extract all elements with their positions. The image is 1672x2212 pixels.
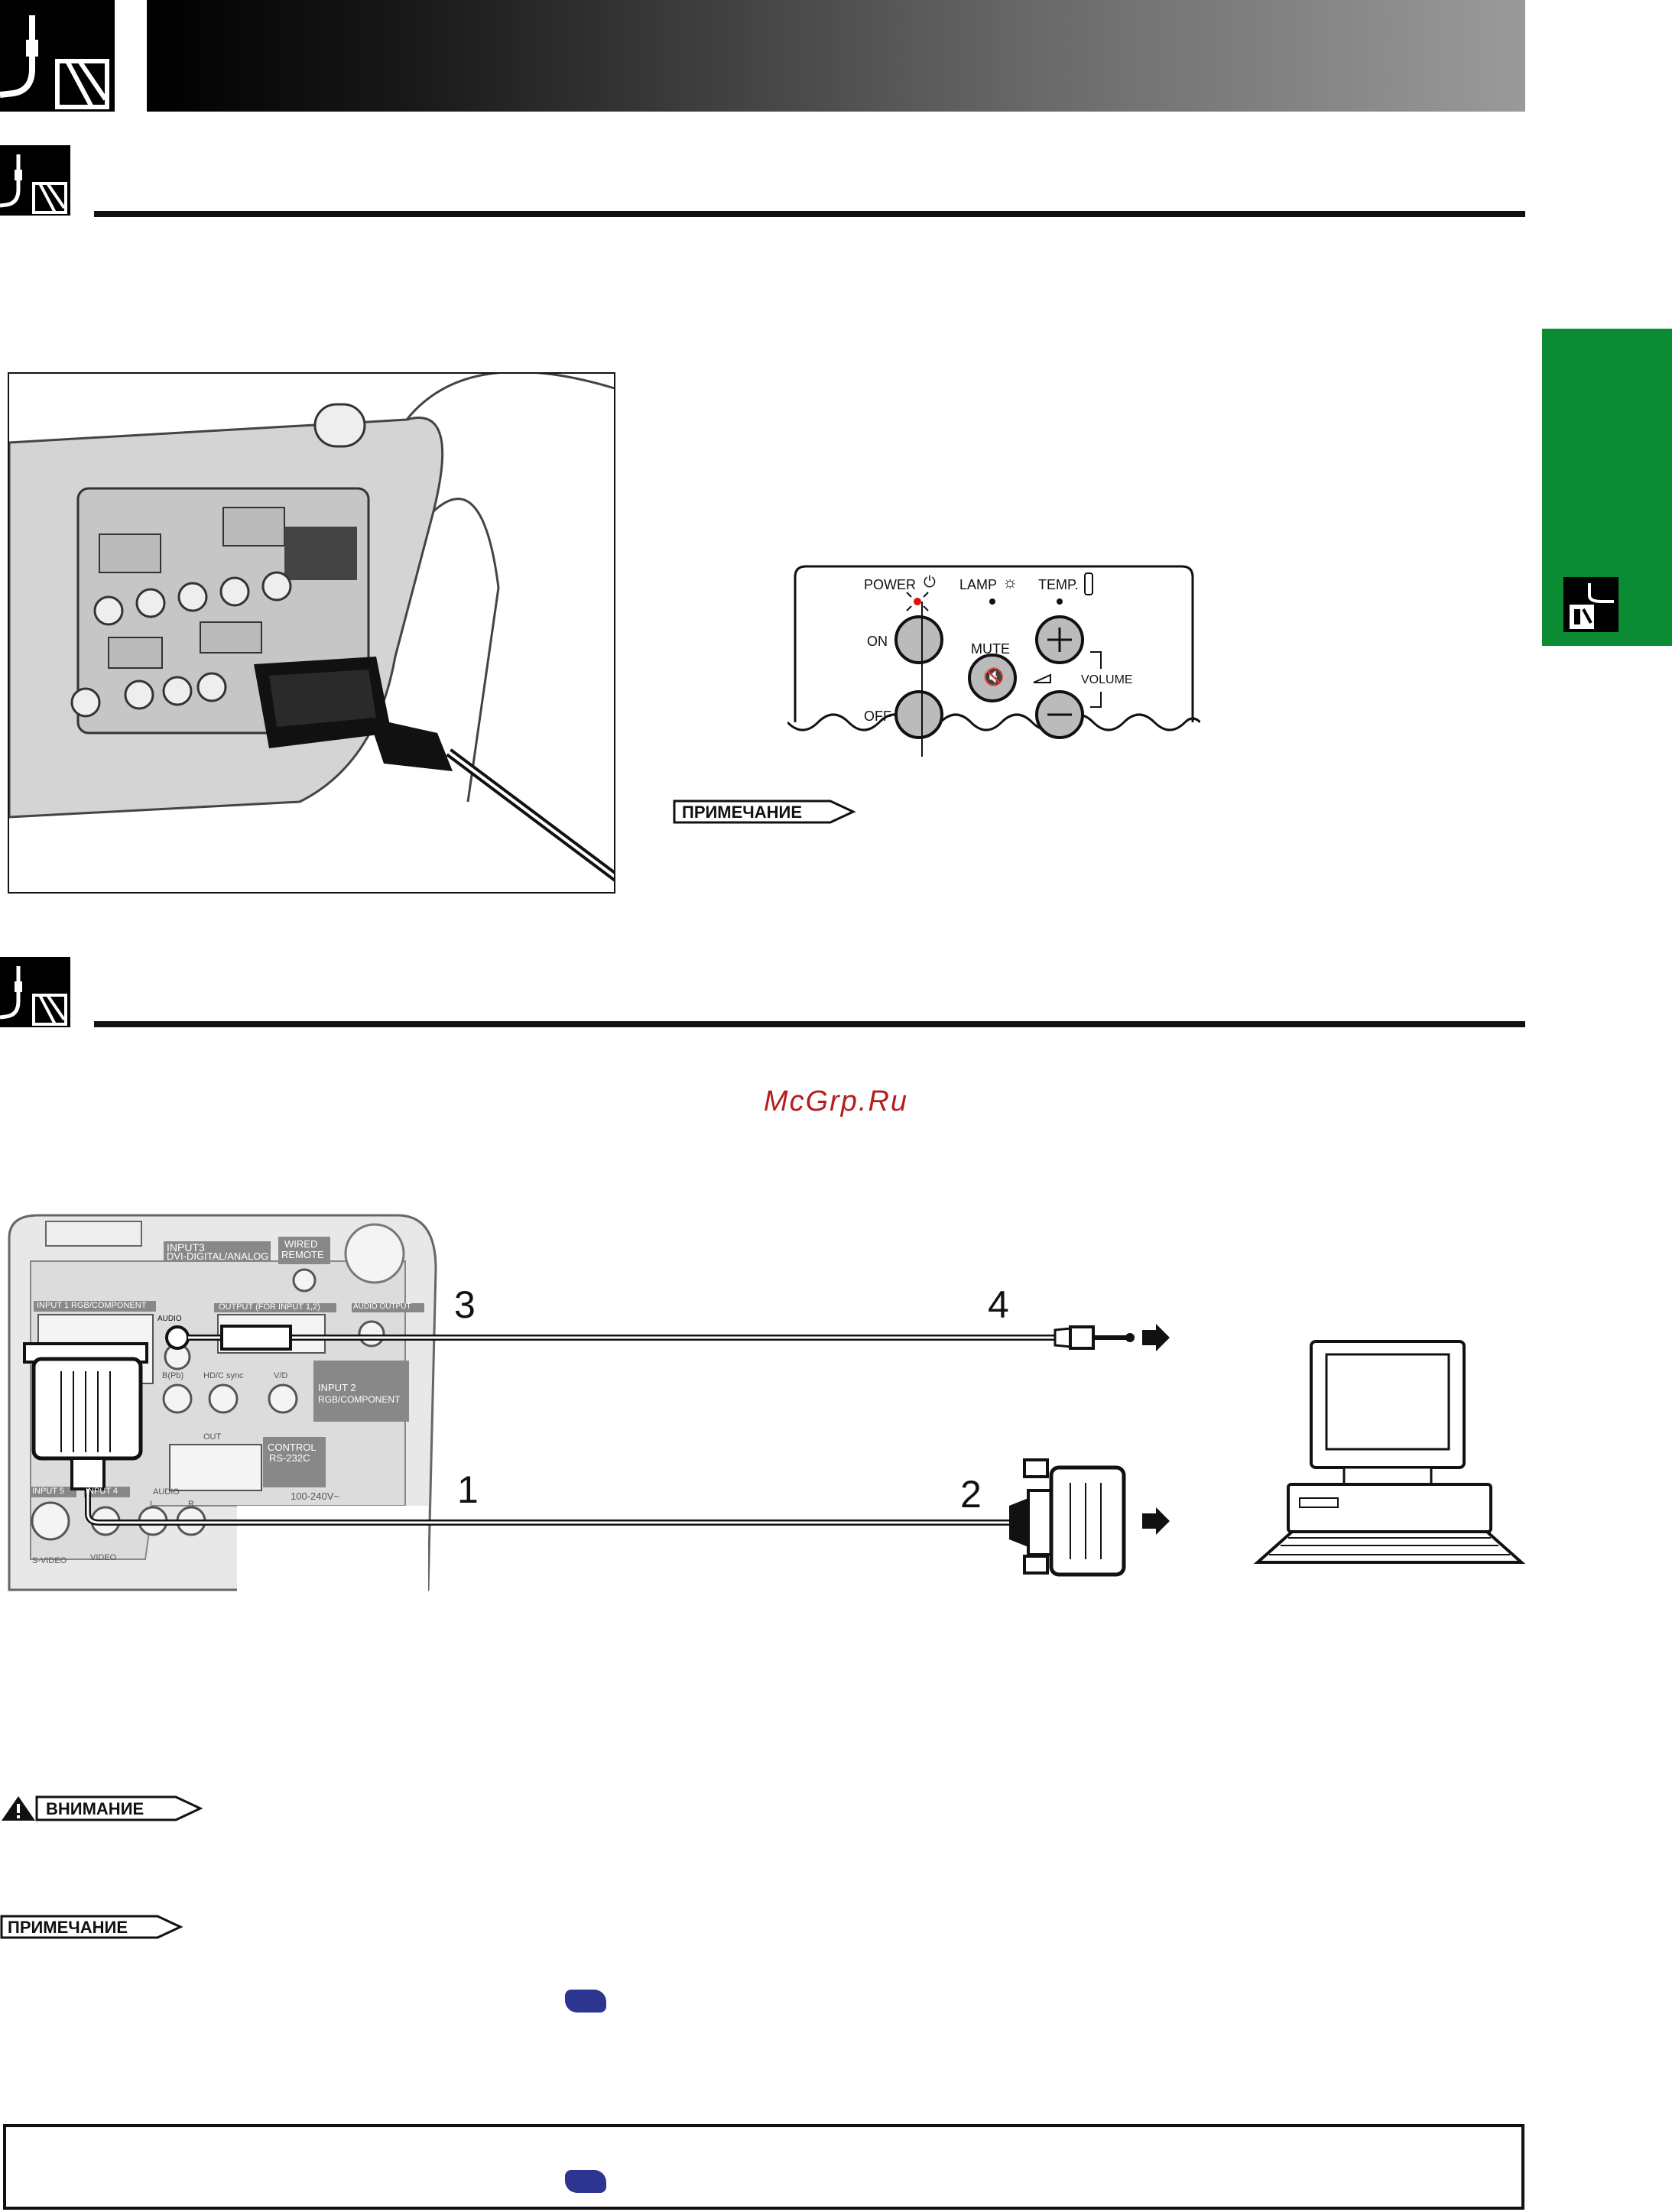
mains-label: 100-240V~ bbox=[291, 1490, 339, 1502]
header-banner bbox=[147, 0, 1525, 112]
note-label: ПРИМЕЧАНИЕ bbox=[682, 803, 803, 822]
on-button-label: ON bbox=[867, 634, 888, 649]
v-d-label: V/D bbox=[274, 1371, 288, 1380]
connection-number-2: 2 bbox=[960, 1473, 982, 1516]
s-video-label: S-VIDEO bbox=[32, 1556, 67, 1565]
power-off-icon bbox=[907, 703, 929, 725]
audio-lr-label: AUDIO bbox=[153, 1487, 180, 1497]
connection-number-1: 1 bbox=[457, 1468, 479, 1511]
temp-label: TEMP. bbox=[1038, 577, 1079, 592]
thermometer-icon bbox=[1084, 572, 1093, 595]
input1-label: INPUT 1 RGB/COMPONENT bbox=[37, 1301, 147, 1310]
power-icon: ⏻ bbox=[924, 574, 936, 591]
audio-r-label: R bbox=[188, 1500, 194, 1509]
out-label: OUT bbox=[203, 1432, 222, 1442]
section-connection-icon bbox=[0, 145, 70, 216]
note-badge: ПРИМЕЧАНИЕ bbox=[673, 799, 856, 824]
input3-label: INPUT3 bbox=[167, 1241, 205, 1254]
input4-label: INPUT 4 bbox=[86, 1487, 118, 1496]
side-tab-connection-icon bbox=[1563, 577, 1618, 632]
control-panel-diagram: POWER ⏻ LAMP ☼ TEMP. ON MUTE 🔇 OFF VOLUM… bbox=[786, 562, 1202, 768]
mute-button-label: MUTE bbox=[971, 641, 1010, 657]
computer-connection-diagram: 3 4 1 2 INPUT3 DVI-DIGITAL/ANALOG WIRED … bbox=[0, 1208, 1529, 1605]
note-badge-2: ПРИМЕЧАНИЕ bbox=[0, 1915, 183, 1939]
connection-icon bbox=[0, 0, 115, 112]
input2-label: INPUT 2 bbox=[318, 1382, 356, 1393]
section-rule bbox=[94, 211, 1525, 217]
page-reference-pill-2[interactable] bbox=[565, 2170, 606, 2193]
connection-number-3: 3 bbox=[454, 1283, 476, 1326]
page-reference-pill[interactable] bbox=[565, 1990, 606, 2013]
input5-label: INPUT 5 bbox=[32, 1487, 64, 1496]
lamp-icon: ☼ bbox=[1002, 572, 1018, 592]
caution-badge: ВНИМАНИЕ bbox=[0, 1795, 203, 1822]
input2-sub-label: RGB/COMPONENT bbox=[318, 1394, 401, 1405]
b-pb-label: B(Pb) bbox=[162, 1371, 184, 1380]
audio-l-label: L bbox=[150, 1500, 155, 1509]
input3-sub-label: DVI-DIGITAL/ANALOG bbox=[167, 1250, 269, 1262]
note-label-2: ПРИМЕЧАНИЕ bbox=[8, 1918, 128, 1937]
caution-label: ВНИМАНИЕ bbox=[46, 1799, 144, 1818]
watermark: McGrp.Ru bbox=[763, 1085, 909, 1117]
power-cord-illustration bbox=[8, 372, 615, 894]
off-button-label: OFF bbox=[864, 709, 891, 724]
volume-label: VOLUME bbox=[1081, 673, 1133, 686]
wired-label: WIRED bbox=[284, 1238, 318, 1250]
section-connection-icon-2 bbox=[0, 957, 70, 1027]
rs232c-label: RS-232C bbox=[269, 1452, 310, 1464]
control-label: CONTROL bbox=[268, 1442, 317, 1453]
audio-label: AUDIO bbox=[157, 1315, 182, 1323]
info-box bbox=[3, 2124, 1524, 2210]
output-label: OUTPUT (FOR INPUT 1,2) bbox=[219, 1302, 320, 1312]
mute-icon: 🔇 bbox=[983, 667, 1005, 686]
lamp-label: LAMP bbox=[959, 577, 998, 592]
power-label: POWER bbox=[864, 577, 917, 592]
audio-output-label: AUDIO OUTPUT bbox=[353, 1302, 411, 1311]
connection-number-4: 4 bbox=[988, 1283, 1009, 1326]
video-label: VIDEO bbox=[90, 1553, 117, 1562]
hd-c-sync-label: HD/C sync bbox=[203, 1371, 244, 1380]
section-rule-2 bbox=[94, 1021, 1525, 1027]
remote-label: REMOTE bbox=[281, 1249, 324, 1260]
